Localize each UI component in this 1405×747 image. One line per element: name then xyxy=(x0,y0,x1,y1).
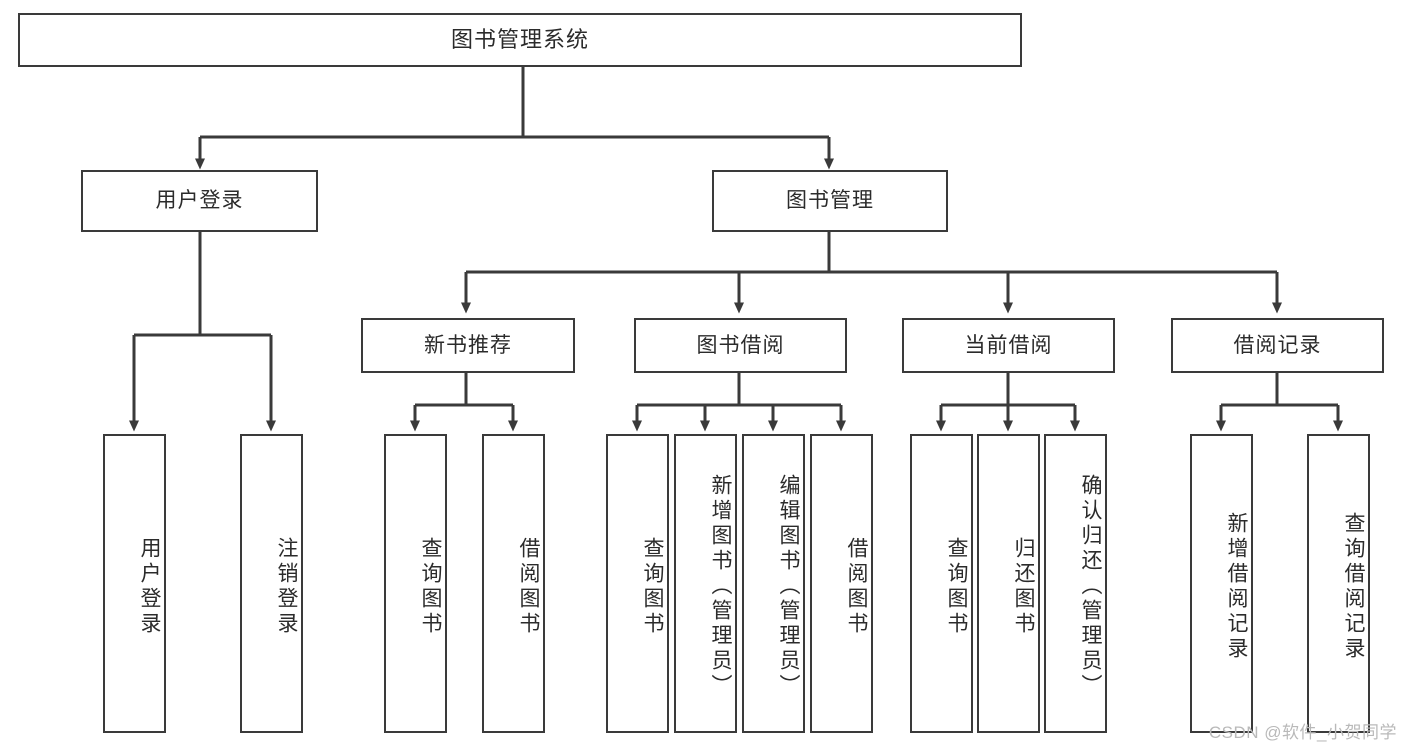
node-leaf-borrow-book-2[interactable]: 借阅图书 xyxy=(810,434,873,733)
node-label: 当前借阅 xyxy=(964,333,1053,357)
node-leaf-logout[interactable]: 注销登录 xyxy=(240,434,303,733)
node-label: 确认归还（管理员） xyxy=(1079,474,1102,699)
node-leaf-borrow-book-1[interactable]: 借阅图书 xyxy=(482,434,545,733)
node-leaf-add-book[interactable]: 新增图书（管理员） xyxy=(674,434,737,733)
node-label: 新增借阅记录 xyxy=(1225,511,1248,662)
node-label: 归还图书 xyxy=(1012,536,1035,637)
node-leaf-query-book-2[interactable]: 查询图书 xyxy=(606,434,669,733)
node-label: 查询借阅记录 xyxy=(1342,511,1365,662)
node-label: 图书管理 xyxy=(786,189,874,213)
node-label: 新增图书（管理员） xyxy=(709,474,732,699)
node-label: 图书管理系统 xyxy=(450,26,589,52)
node-label: 借阅记录 xyxy=(1233,333,1322,357)
node-label: 查询图书 xyxy=(945,536,968,637)
node-leaf-query-book-3[interactable]: 查询图书 xyxy=(910,434,973,733)
node-label: 新书推荐 xyxy=(424,333,512,357)
node-leaf-confirm-return[interactable]: 确认归还（管理员） xyxy=(1044,434,1107,733)
node-label: 编辑图书（管理员） xyxy=(777,474,800,699)
node-leaf-user-login[interactable]: 用户登录 xyxy=(103,434,166,733)
node-label: 注销登录 xyxy=(275,536,298,637)
node-label: 查询图书 xyxy=(419,536,442,637)
node-label: 借阅图书 xyxy=(517,536,540,637)
node-label: 用户登录 xyxy=(155,189,244,213)
node-label: 用户登录 xyxy=(138,536,161,637)
node-leaf-query-book-1[interactable]: 查询图书 xyxy=(384,434,447,733)
watermark-text: CSDN @软件_小贺同学 xyxy=(1208,723,1397,742)
node-book-management[interactable]: 图书管理 xyxy=(712,170,948,232)
node-leaf-return-book[interactable]: 归还图书 xyxy=(977,434,1040,733)
node-leaf-query-record[interactable]: 查询借阅记录 xyxy=(1307,434,1370,733)
node-leaf-add-record[interactable]: 新增借阅记录 xyxy=(1190,434,1253,733)
node-label: 借阅图书 xyxy=(845,536,868,637)
node-book-borrow[interactable]: 图书借阅 xyxy=(634,318,847,373)
node-borrow-record[interactable]: 借阅记录 xyxy=(1171,318,1384,373)
node-new-book-recommend[interactable]: 新书推荐 xyxy=(361,318,575,373)
node-leaf-edit-book[interactable]: 编辑图书（管理员） xyxy=(742,434,805,733)
node-root-system[interactable]: 图书管理系统 xyxy=(18,13,1022,67)
node-label: 图书借阅 xyxy=(696,333,785,357)
node-current-borrow[interactable]: 当前借阅 xyxy=(902,318,1115,373)
node-label: 查询图书 xyxy=(641,536,664,637)
node-user-login[interactable]: 用户登录 xyxy=(81,170,318,232)
